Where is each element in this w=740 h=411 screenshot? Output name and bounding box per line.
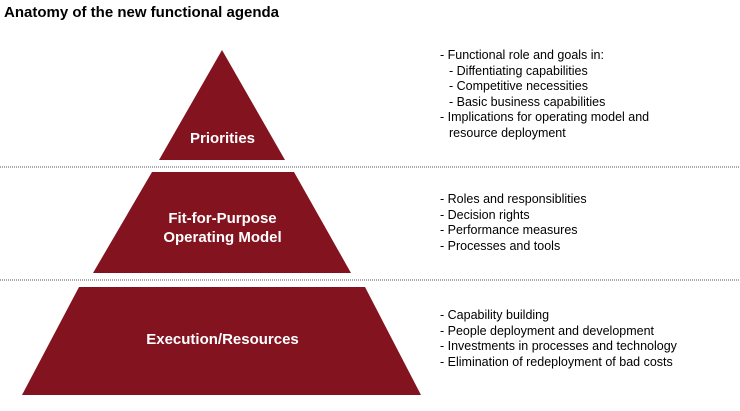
pyramid-tier-operating-model xyxy=(93,172,351,273)
list-item: - Competitive necessities xyxy=(449,79,588,93)
pyramid-tier-priorities xyxy=(159,50,285,160)
list-item: - Functional role and goals in: xyxy=(440,48,604,62)
list-item: - Roles and responsiblities xyxy=(440,192,587,206)
execution-list: - Capability building - People deploymen… xyxy=(440,308,677,370)
list-item: - Processes and tools xyxy=(440,238,561,253)
tier-label-execution: Execution/Resources xyxy=(146,331,299,348)
tier-label-line: Fit-for-Purpose xyxy=(168,210,277,227)
tier-label-operating-model: Fit-for-Purpose Operating Model xyxy=(120,209,325,247)
list-item: - Decision rights xyxy=(440,207,530,222)
priorities-list: - Functional role and goals in: - Diffen… xyxy=(440,48,649,141)
list-item: - Performance measures xyxy=(440,223,578,237)
list-item: - Implications for operating model and xyxy=(440,110,650,124)
pyramid-tier-execution xyxy=(22,287,421,395)
tier-label-line: Operating Model xyxy=(163,229,282,246)
list-item: - Basic business capabilities xyxy=(449,94,606,109)
list-item: - Investments in processes and technolog… xyxy=(440,339,677,353)
list-item: resource deployment xyxy=(449,125,566,140)
list-item: - Elimination of redeployment of bad cos… xyxy=(440,354,673,369)
operating-model-list: - Roles and responsiblities - Decision r… xyxy=(440,192,587,254)
list-item: - People deployment and development xyxy=(440,323,655,338)
list-item: - Capability building xyxy=(440,308,550,322)
page-title: Anatomy of the new functional agenda xyxy=(4,4,280,21)
list-item: - Diffentiating capabilities xyxy=(449,63,588,78)
tier-label-priorities: Priorities xyxy=(189,130,256,147)
